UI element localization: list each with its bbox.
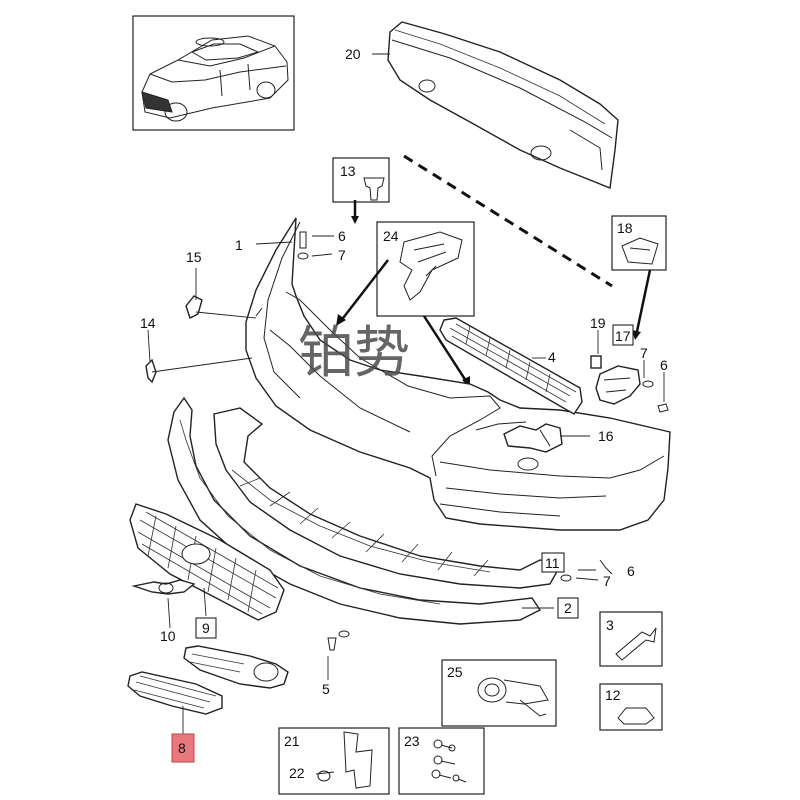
watermark-text: 铂势 [298,321,410,386]
part-15-tow-cover [185,295,203,319]
part-3-box [599,611,663,667]
callout-1: 1 [235,237,243,253]
callout-labels: 20 13 1 6 7 15 14 24 18 4 19 17 7 6 16 1… [140,46,668,781]
callout-6a: 6 [338,228,346,244]
callout-18: 18 [617,220,633,236]
callout-9: 9 [202,620,210,636]
leader-lines [147,53,665,775]
callout-14: 14 [140,315,156,331]
fasteners [297,231,669,651]
part-4-upper-grille [439,317,583,415]
part-10-emblem [131,579,196,595]
part-25-box [441,659,557,727]
part-18-clip-box [611,215,667,340]
lower-mesh-carrier [213,407,562,589]
car-thumbnail [132,15,295,131]
callout-3: 3 [606,617,614,633]
part-12-box [599,683,663,731]
part-13-clip-box [332,157,390,224]
callout-8: 8 [178,740,186,756]
callout-13: 13 [340,163,356,179]
callout-2: 2 [564,600,572,616]
box-8-highlight [171,733,195,763]
callout-25: 25 [447,664,463,680]
callout-22: 22 [289,765,305,781]
callout-21: 21 [284,733,300,749]
callout-19: 19 [590,315,606,331]
box-11 [541,552,565,573]
box-2 [557,597,579,619]
callout-7c: 7 [603,573,611,589]
callout-20: 20 [345,46,361,62]
part-8-fog-grille-right [127,671,223,715]
part-8-fog-grille-left [183,645,289,689]
part-20-bumper-reinforcement [387,21,619,189]
part-16-bracket [503,423,563,453]
part-9-radiator-grille [129,503,285,621]
callout-7a: 7 [338,247,346,263]
part-24-bracket-box [336,221,475,388]
callout-16: 16 [598,428,614,444]
part-21-box [278,727,390,795]
callout-6c: 6 [627,563,635,579]
box-17 [612,324,634,346]
part-17-side-bracket [590,355,641,405]
callout-12: 12 [605,687,621,703]
callout-24: 24 [383,228,399,244]
callout-7b: 7 [640,345,648,361]
part-23-box [398,727,485,795]
part-1-bumper-cover [245,217,671,531]
callout-4: 4 [548,349,556,365]
box-9 [195,617,217,639]
callout-5: 5 [322,681,330,697]
callout-15: 15 [186,249,202,265]
callout-6b: 6 [660,357,668,373]
assembly-line-20 [403,154,613,288]
callout-17: 17 [615,328,631,344]
callout-11: 11 [545,555,560,571]
part-14-bracket [145,358,157,384]
callout-10: 10 [160,628,176,644]
callout-23: 23 [404,733,420,749]
